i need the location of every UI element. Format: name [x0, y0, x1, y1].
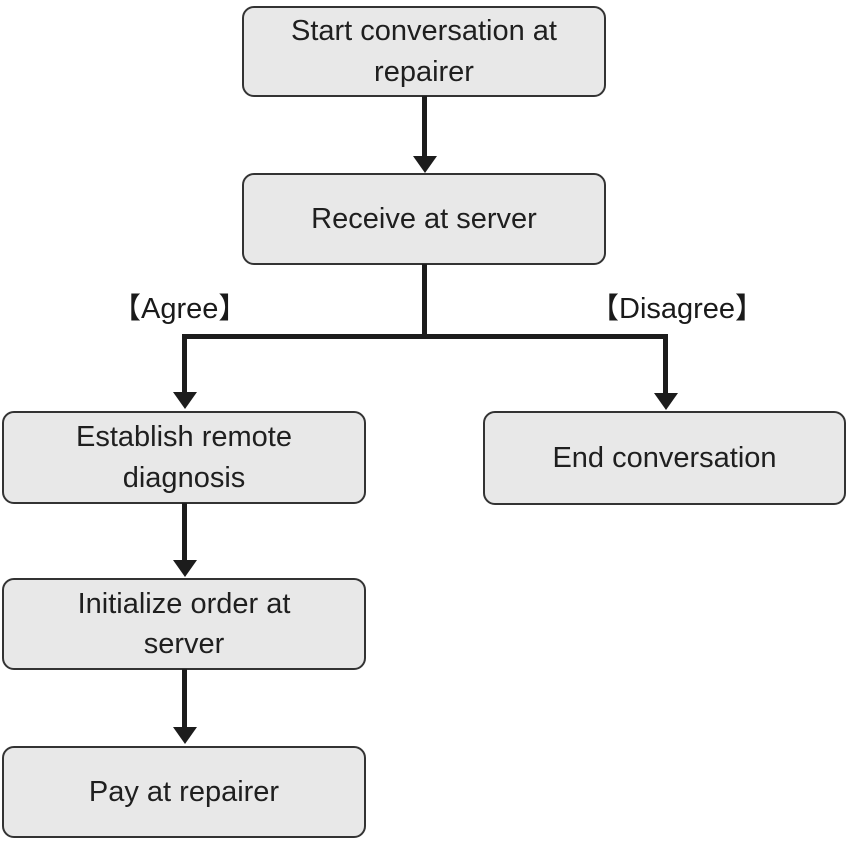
- node-initialize-order: Initialize order at server: [2, 578, 366, 670]
- edge-start-to-receive-line: [422, 96, 427, 158]
- node-initialize-order-label: Initialize order at server: [77, 587, 291, 660]
- branch-label-disagree: 【Disagree】: [590, 293, 765, 325]
- node-end-conversation: End conversation: [483, 411, 846, 505]
- edge-agree-to-establish-line: [182, 334, 187, 394]
- node-end-conversation-label: End conversation: [552, 441, 777, 474]
- arrowhead-down-icon: [654, 393, 678, 410]
- node-establish-remote-diagnosis-label: Establish remote diagnosis: [76, 421, 292, 494]
- edge-establish-to-initialize-line: [182, 503, 187, 562]
- arrowhead-down-icon: [173, 727, 197, 744]
- node-pay-at-repairer: Pay at repairer: [2, 746, 366, 838]
- node-receive-at-server-label: Receive at server: [311, 202, 537, 235]
- node-start-conversation: Start conversation at repairer: [242, 6, 606, 97]
- edge-initialize-to-pay-line: [182, 669, 187, 728]
- branch-label-agree: 【Agree】: [112, 293, 248, 325]
- edge-disagree-to-end-line: [663, 334, 668, 395]
- node-receive-at-server: Receive at server: [242, 173, 606, 265]
- edge-receive-branch-stem-line: [422, 264, 427, 338]
- node-pay-at-repairer-label: Pay at repairer: [88, 775, 280, 808]
- arrowhead-down-icon: [413, 156, 437, 173]
- edge-branch-horizontal-line: [182, 334, 668, 339]
- arrowhead-down-icon: [173, 392, 197, 409]
- node-start-conversation-label: Start conversation at repairer: [291, 15, 557, 88]
- node-establish-remote-diagnosis: Establish remote diagnosis: [2, 411, 366, 504]
- arrowhead-down-icon: [173, 560, 197, 577]
